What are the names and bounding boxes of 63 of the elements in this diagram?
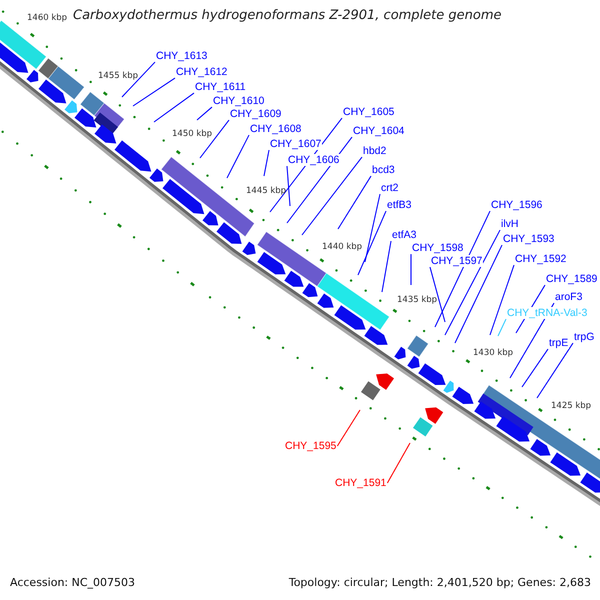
gene-label: aroF3 (554, 291, 584, 304)
gene-label: CHY_1605 (342, 106, 396, 118)
gene-label: CHY_1604 (352, 125, 406, 138)
gene-label: hbd2 (362, 145, 388, 158)
leader-line (226, 134, 250, 178)
leader-line (132, 78, 176, 106)
leader-line (302, 156, 362, 236)
leader-line (286, 136, 352, 224)
gene-label: CHY_1593 (502, 233, 556, 246)
gene-label: CHY_1609 (229, 108, 282, 120)
leader-line (358, 210, 386, 276)
gene-label: trpG (573, 331, 596, 344)
gene-label: trpE (548, 337, 570, 350)
gene-label: CHY_1610 (212, 95, 266, 108)
leader-line (286, 166, 290, 206)
leader-line (264, 150, 270, 176)
leader-line (430, 266, 446, 322)
leader-line (154, 92, 194, 122)
leader-line (444, 230, 500, 336)
leader-line (364, 194, 380, 262)
gene-label: CHY_1595 (284, 440, 338, 452)
leader-line (434, 210, 490, 328)
leader-line (522, 348, 548, 388)
leader-line (454, 244, 502, 344)
map-title: Carboxydothermus hydrogenoformans Z-2901, complete genome (73, 9, 502, 24)
gene-label: CHY_1597 (430, 255, 484, 268)
gene-label: CHY_1592 (514, 253, 568, 266)
leader-line (200, 120, 230, 158)
leader-line (338, 176, 372, 230)
leader-line (386, 442, 410, 484)
gene-label: etfA3 (391, 229, 418, 242)
leader-line (122, 62, 156, 98)
scale-label: 1460 kbp (27, 14, 68, 24)
scale-label: 1450 kbp (172, 130, 212, 140)
gene-label: CHY_1589 (545, 273, 598, 286)
scale-label: 1440 kbp (322, 243, 362, 253)
gene-label: crt2 (380, 182, 400, 194)
scale-label: 1430 kbp (473, 349, 514, 359)
genome-info-text: Topology: circular; Length: 2,401,520 bp; Genes: 2,683 (288, 577, 591, 590)
gene-label: CHY_1607 (269, 138, 322, 150)
gene-label: CHY_tRNA-Val-3 (506, 307, 588, 320)
gene-label: CHY_1596 (490, 199, 544, 212)
leader-line (336, 410, 360, 447)
leader-line (196, 106, 212, 120)
scale-label: 1455 kbp (98, 72, 138, 82)
leader-line (382, 240, 392, 292)
gene-label: CHY_1611 (194, 81, 247, 94)
scale-label: 1445 kbp (246, 187, 286, 197)
gene-label: CHY_1613 (155, 50, 208, 62)
accession-text: Accession: NC_007503 (10, 577, 136, 590)
leader-line (498, 318, 506, 336)
gene-label: CHY_1608 (249, 123, 302, 136)
gene-label: CHY_1598 (411, 242, 464, 254)
scale-label: 1425 kbp (551, 402, 592, 412)
leader-line (536, 342, 574, 398)
gene-label: CHY_1612 (175, 66, 228, 78)
leader-line (410, 254, 412, 286)
leader-line (490, 264, 514, 336)
gene-label: CHY_1606 (287, 154, 340, 166)
scale-label: 1435 kbp (397, 296, 438, 306)
gene-label: etfB3 (386, 199, 413, 212)
gene-label: bcd3 (371, 164, 396, 176)
gene-label: CHY_1591 (334, 477, 388, 490)
